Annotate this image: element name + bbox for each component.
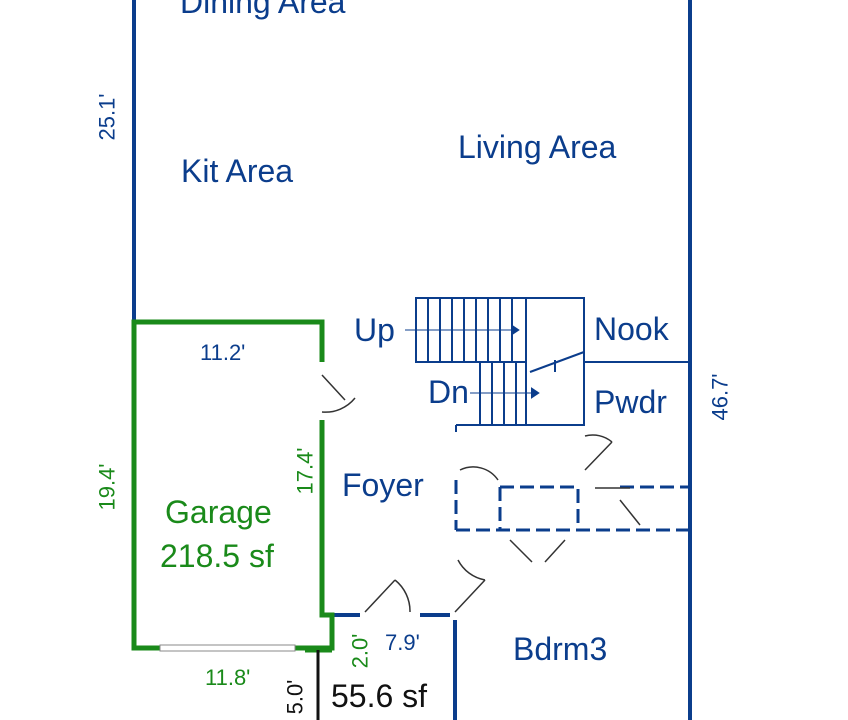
room-label-living: Living Area	[458, 129, 617, 165]
small-room-area: 55.6 sf	[331, 678, 428, 714]
staircase	[405, 297, 585, 426]
garage-area: 218.5 sf	[160, 538, 274, 574]
dim-garage-left: 19.4'	[94, 463, 120, 511]
room-label-nook: Nook	[594, 311, 669, 347]
dim-garage-top: 11.2'	[200, 340, 246, 365]
dim-small-left: 5.0'	[282, 679, 308, 715]
dim-garage-bottom: 11.8'	[205, 665, 251, 690]
garage-door	[159, 644, 296, 652]
room-label-kit: Kit Area	[181, 153, 294, 189]
room-label-foyer: Foyer	[342, 467, 424, 503]
dim-left-upper: 25.1'	[94, 93, 120, 141]
dim-small-width: 7.9'	[385, 630, 420, 655]
blue-walls	[132, 0, 692, 720]
room-label-pwdr: Pwdr	[594, 384, 667, 420]
dim-right-total: 46.7'	[707, 373, 733, 421]
stairs-up-label: Up	[354, 312, 395, 348]
dim-garage-right: 17.4'	[292, 447, 318, 495]
room-label-garage: Garage	[165, 494, 272, 530]
room-label-bdrm3: Bdrm3	[513, 631, 608, 667]
room-label-dining: Dining Area	[180, 0, 346, 20]
doors	[321, 374, 641, 613]
dim-small-step: 2.0'	[347, 633, 373, 669]
stairs-down-label: Dn	[428, 374, 469, 410]
